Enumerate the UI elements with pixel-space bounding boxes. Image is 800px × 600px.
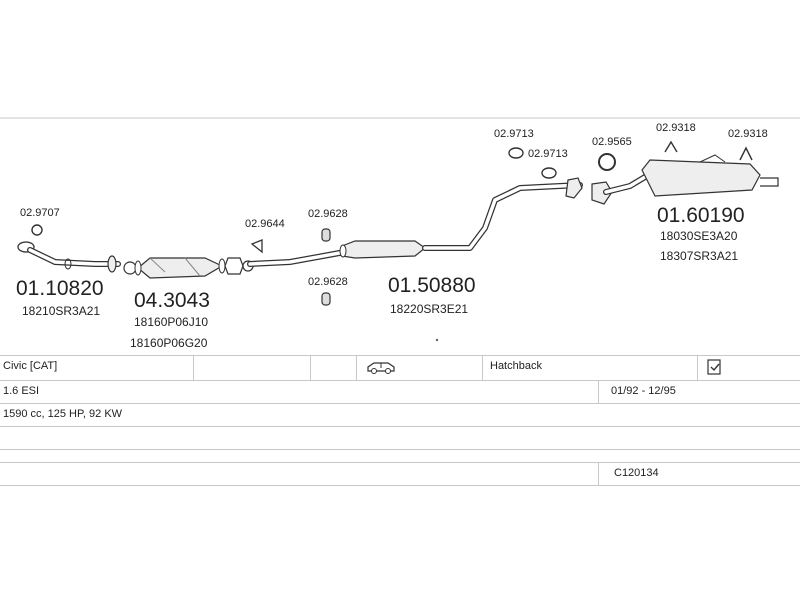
oem-number: 18210SR3A21 (22, 304, 100, 318)
spec-row-model: Civic [CAT] Hatchback (0, 355, 800, 381)
car-icon (366, 359, 396, 378)
accessory-number[interactable]: 02.9565 (592, 136, 632, 148)
hanger-icon (250, 239, 263, 254)
engine-spec: 1590 cc, 125 HP, 92 KW (3, 408, 123, 420)
rubber-mount-icon (321, 228, 331, 242)
catalytic-converter[interactable] (134, 257, 226, 279)
middle-silencer-pipe[interactable] (247, 182, 583, 267)
flange-icon (224, 257, 244, 275)
oem-number: 18307SR3A21 (660, 249, 738, 263)
body-type: Hatchback (490, 360, 542, 372)
accessory-number[interactable]: 02.9628 (308, 276, 348, 288)
ring-icon (31, 224, 43, 236)
oem-number: 18220SR3E21 (390, 302, 468, 316)
accessory-number[interactable]: 02.9318 (728, 128, 768, 140)
accessory-number[interactable]: 02.9713 (528, 148, 568, 160)
hanger-icon (739, 146, 753, 161)
spec-row-empty (0, 427, 800, 450)
oem-number: 18160P06G20 (130, 336, 208, 350)
accessory-number[interactable]: 02.9318 (656, 122, 696, 134)
hanger-icon (664, 140, 678, 153)
spec-row-spacer (0, 450, 800, 463)
document-icon[interactable] (706, 358, 724, 379)
flange-icon (591, 181, 613, 205)
accessory-number[interactable]: 02.9707 (20, 207, 60, 219)
ring-icon (508, 147, 524, 159)
oem-number: 18030SE3A20 (660, 229, 738, 243)
gasket-ring-icon (598, 153, 616, 171)
front-pipe[interactable] (17, 241, 121, 273)
flange-icon (565, 177, 583, 199)
spec-row-code: C120134 (0, 463, 800, 486)
oem-number: 18160P06J10 (134, 315, 208, 329)
accessory-number[interactable]: 02.9628 (308, 208, 348, 220)
spec-row-power: 1590 cc, 125 HP, 92 KW (0, 404, 800, 427)
part-number[interactable]: 01.10820 (16, 277, 104, 300)
rubber-mount-icon (321, 292, 331, 306)
spec-row-engine: 1.6 ESI 01/92 - 12/95 (0, 381, 800, 404)
rear-silencer[interactable] (603, 154, 779, 197)
production-years: 01/92 - 12/95 (611, 385, 676, 397)
part-number[interactable]: 01.50880 (388, 274, 476, 297)
ring-icon (541, 167, 557, 179)
model-name: Civic [CAT] (3, 360, 58, 372)
gasket-icon (123, 261, 137, 275)
accessory-number[interactable]: 02.9644 (245, 218, 285, 230)
accessory-number[interactable]: 02.9713 (494, 128, 534, 140)
part-number[interactable]: 01.60190 (657, 204, 745, 227)
vehicle-spec-table: Civic [CAT] Hatchback 1.6 ESI 01/92 - 12… (0, 355, 800, 486)
engine-name: 1.6 ESI (3, 385, 40, 397)
catalog-code: C120134 (614, 467, 659, 479)
part-number[interactable]: 04.3043 (134, 289, 210, 312)
dot-marker (435, 338, 439, 342)
